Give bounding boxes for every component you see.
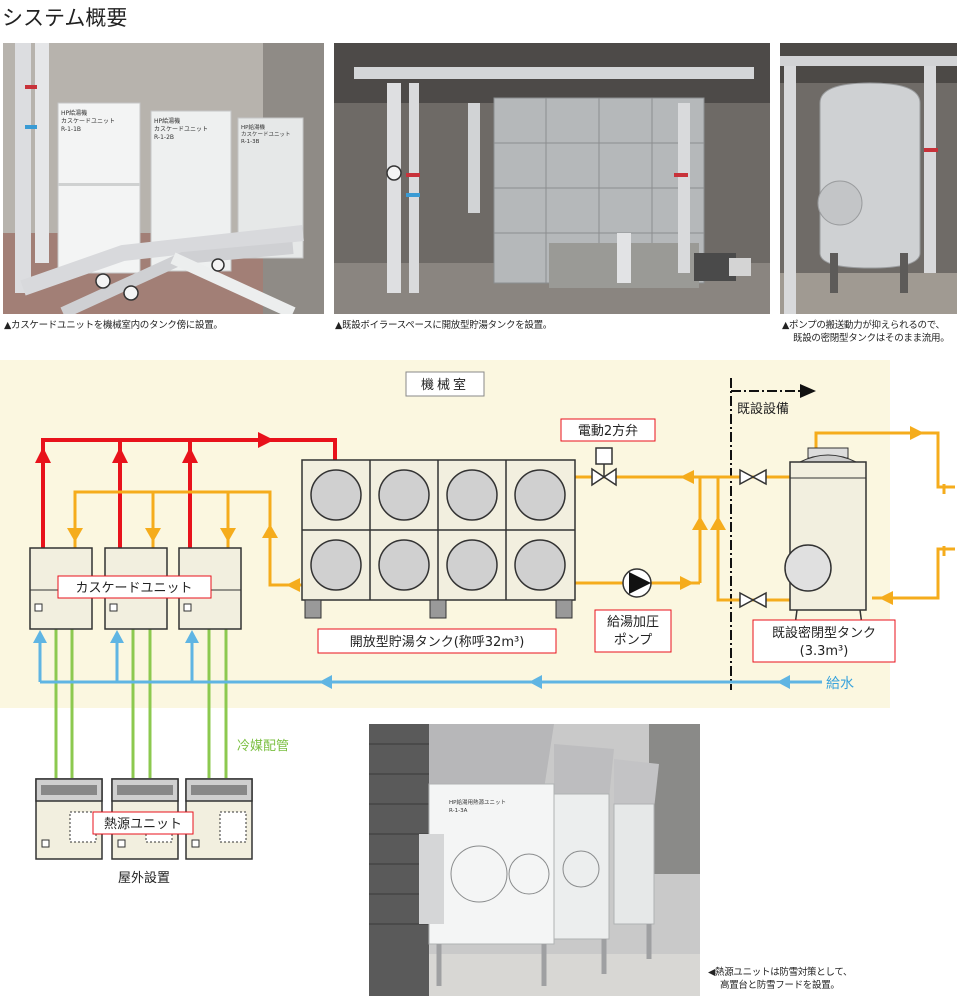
gate-valve-icon xyxy=(739,591,767,609)
svg-text:R-1-3A: R-1-3A xyxy=(449,808,468,814)
photo-caption-1: ▲カスケードユニットを機械室内のタンク傍に設置。 xyxy=(4,320,223,331)
pump-label-line1: 給湯加圧 xyxy=(607,615,659,630)
photo-unit-label-1: HP給湯機 xyxy=(61,109,87,117)
open-tank-label: 開放型貯湯タンク(称呼32m³) xyxy=(350,635,525,650)
pump-label-line2: ポンプ xyxy=(614,633,653,648)
open-storage-tank xyxy=(301,459,576,619)
heat-source-label: 熱源ユニット xyxy=(104,817,182,832)
photo-heat-source-units: HP給湯用熱源ユニット R-1-3A xyxy=(369,724,700,996)
machine-room-label: 機械室 xyxy=(421,377,469,393)
svg-text:カスケードユニット: カスケードユニット xyxy=(154,126,208,133)
photo-unit-label-3: HP給湯機 xyxy=(241,123,265,131)
gate-valve-icon xyxy=(739,468,767,486)
photo-open-tank xyxy=(334,43,770,314)
svg-text:カスケードユニット: カスケードユニット xyxy=(61,118,115,125)
refrigerant-pipes xyxy=(54,628,228,778)
motorized-valve-icon xyxy=(591,447,617,487)
svg-text:R-1-1B: R-1-1B xyxy=(61,126,81,133)
photo-unit-label-2: HP給湯機 xyxy=(154,117,180,125)
water-supply-label: 給水 xyxy=(826,676,854,692)
photo-cascade-units: HP給湯機 カスケードユニット R-1-1B HP給湯機 カスケードユニット R… xyxy=(3,43,324,314)
cascade-unit-label: カスケードユニット xyxy=(75,581,192,596)
photo-caption-3: ▲ポンプの搬送動力が抑えられるので、 既設の密閉型タンクはそのまま流用。 xyxy=(782,320,950,344)
photo-caption-2: ▲既設ボイラースペースに開放型貯湯タンクを設置。 xyxy=(335,320,552,331)
heat-source-unit xyxy=(35,778,103,860)
pump-icon xyxy=(622,568,652,598)
photo-caption-4: ◀熱源ユニットは防雪対策として、 高置台と防雪フードを設置。 xyxy=(708,967,853,991)
closed-tank-label-line1: 既設密閉型タンク xyxy=(772,625,876,641)
svg-text:R-1-2B: R-1-2B xyxy=(154,134,174,141)
svg-text:R-1-3B: R-1-3B xyxy=(241,139,260,145)
water-supply-pipes xyxy=(33,630,822,689)
existing-equipment-label: 既設設備 xyxy=(737,401,789,417)
closed-tank xyxy=(784,447,867,626)
photo-unit-label-4: HP給湯用熱源ユニット xyxy=(449,798,506,806)
refrigerant-label: 冷媒配管 xyxy=(237,739,289,754)
page-title: システム概要 xyxy=(2,6,128,30)
heat-source-unit xyxy=(185,778,253,860)
closed-tank-label-line2: (3.3m³) xyxy=(800,644,849,659)
motorized-valve-label: 電動2方弁 xyxy=(578,423,638,439)
photo-closed-tank xyxy=(780,43,957,314)
svg-text:カスケードユニット: カスケードユニット xyxy=(241,131,291,138)
outdoor-label: 屋外設置 xyxy=(118,870,170,886)
